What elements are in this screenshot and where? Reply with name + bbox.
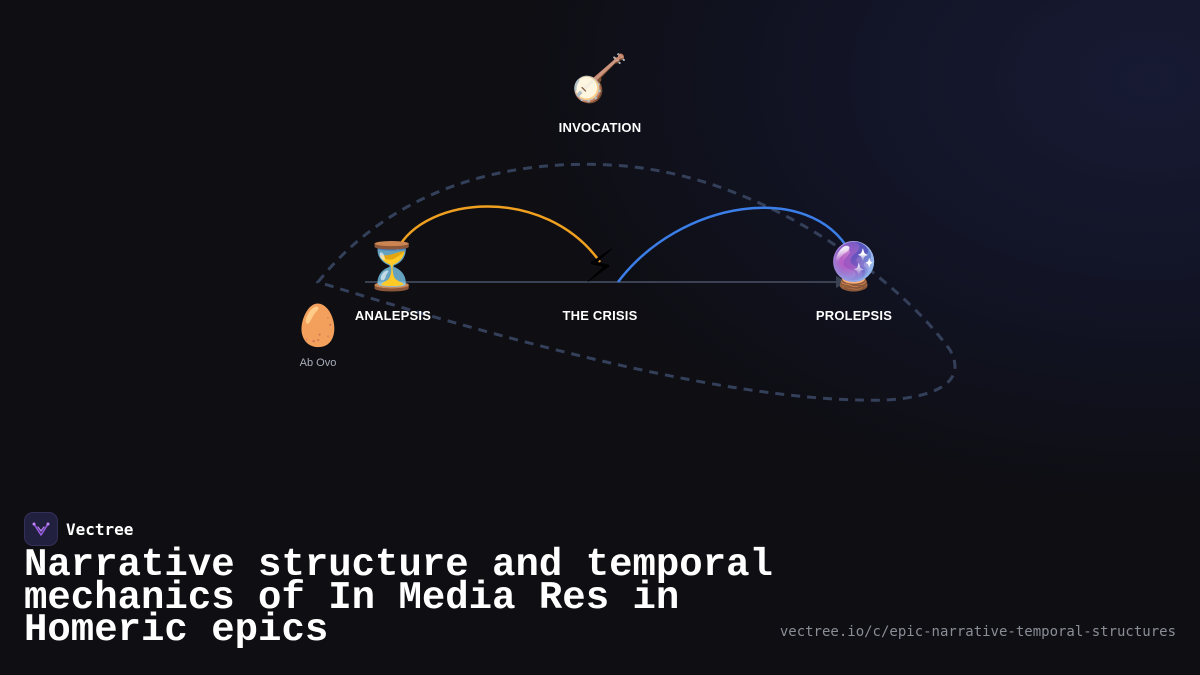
lyre-icon: 🪕 [571, 51, 629, 105]
hourglass-icon: ⏳ [363, 239, 421, 293]
prolepsis-label: PROLEPSIS [815, 308, 893, 323]
vectree-logo-icon [24, 512, 58, 546]
lightning-icon: ⚡ [583, 239, 617, 293]
ab-ovo-label: Ab Ovo [299, 357, 337, 369]
page-title: Narrative structure and temporal mechani… [24, 543, 773, 652]
analepsis-label: ANALEPSIS [354, 308, 432, 323]
egg-icon: 🥚 [293, 303, 343, 349]
invocation-label: INVOCATION [558, 120, 642, 135]
brand[interactable]: Vectree [24, 512, 133, 546]
crisis-label: THE CRISIS [562, 308, 638, 323]
chronological-loop-path [315, 162, 957, 402]
timeline-arrowhead [836, 276, 848, 288]
source-url[interactable]: vectree.io/c/epic-narrative-temporal-str… [779, 624, 1176, 640]
crystal-ball-icon: 🔮 [825, 239, 883, 293]
flashback-arc [395, 205, 602, 263]
flashforward-arc [617, 206, 852, 283]
brand-name: Vectree [66, 519, 134, 539]
